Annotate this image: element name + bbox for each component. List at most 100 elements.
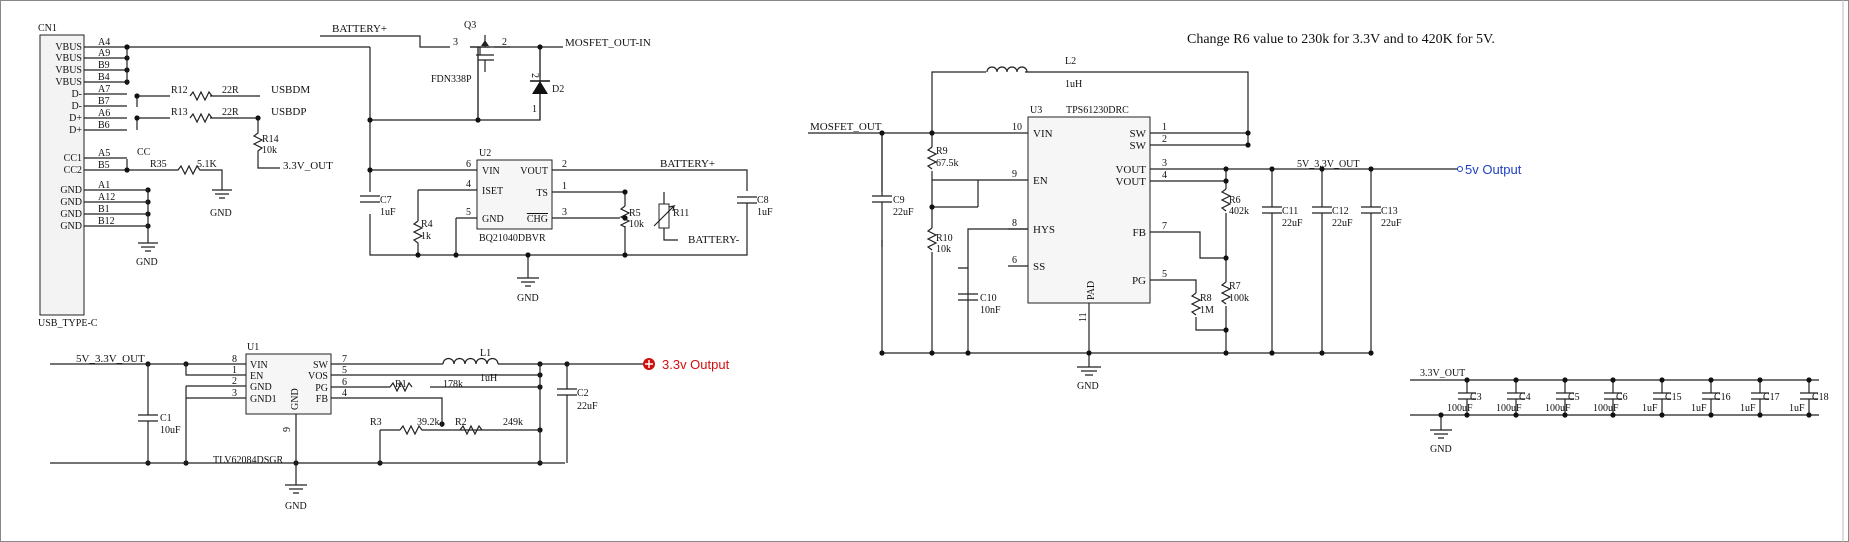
- cn1-pin-number: A5: [98, 148, 110, 159]
- r5-body: [619, 205, 631, 228]
- u2-pin-number: 6: [466, 159, 471, 170]
- junction-dot: [1708, 412, 1714, 418]
- junction-dot: [1757, 412, 1763, 418]
- u1-wires: [50, 363, 650, 464]
- cn1-pin-name: D-: [71, 101, 82, 112]
- q3-ref: Q3: [464, 20, 476, 31]
- r4-ref: R4: [421, 219, 433, 230]
- junction-dot: [134, 115, 140, 121]
- sw-l2-wire: [931, 71, 1249, 146]
- capacitor-symbol: [1751, 380, 1769, 415]
- cn1-pin-name: VBUS: [55, 77, 82, 88]
- cn1-pin-number: B12: [98, 216, 115, 227]
- r13-zigzag: [189, 112, 213, 124]
- cn1-part: USB_TYPE-C: [38, 318, 98, 329]
- v33-out-net-label: 3.3V_OUT: [283, 160, 333, 172]
- q3-part: FDN338P: [431, 74, 472, 85]
- u1-pin-name: FB: [316, 394, 329, 405]
- c9-val: 22uF: [893, 207, 914, 218]
- u1-pin-number: 4: [342, 388, 347, 399]
- junction-dot: [1464, 377, 1470, 383]
- junction-dot: [1223, 178, 1229, 184]
- c9-ref: C9: [893, 195, 905, 206]
- r7-val: 100k: [1229, 293, 1249, 304]
- v33-output-label: 3.3v Output: [662, 357, 730, 372]
- d2-symbol: [532, 81, 548, 94]
- u1-pin-number: 3: [232, 388, 237, 399]
- cn1-pin-number: B6: [98, 120, 110, 131]
- c8-ref: C8: [757, 195, 769, 206]
- v5-output-port-icon: [1457, 166, 1463, 172]
- junction-dot: [965, 350, 971, 356]
- junction-dot: [622, 215, 628, 221]
- gnd-cc-label: GND: [210, 208, 232, 219]
- cn1-pin-number: A6: [98, 108, 110, 119]
- cn1-pin-name: GND: [60, 197, 82, 208]
- u1-pin-name: SW: [313, 360, 329, 371]
- r1-val: 178k: [443, 379, 463, 390]
- junction-dot: [1269, 350, 1275, 356]
- junction-dot: [929, 350, 935, 356]
- r10-val: 10k: [936, 244, 951, 255]
- r9-val: 67.5k: [936, 158, 959, 169]
- junction-dot: [929, 130, 935, 136]
- cn1-pin-number: B9: [98, 60, 110, 71]
- l2-ref: L2: [1065, 56, 1076, 67]
- gnd-u1-symbol: [285, 463, 307, 494]
- u3-pin-number: 6: [1012, 255, 1017, 266]
- u3-pin-name: SW: [1130, 140, 1147, 152]
- junction-dot: [1368, 350, 1374, 356]
- r14-val: 10k: [262, 145, 277, 156]
- u3-pin-name: VOUT: [1115, 164, 1146, 176]
- u3-pad-name: PAD: [1086, 281, 1097, 300]
- u3-pin-number: 7: [1162, 221, 1167, 232]
- d2-pin2: 2: [529, 73, 540, 78]
- r8-ref: R8: [1200, 293, 1212, 304]
- u3-body: [1027, 116, 1151, 304]
- q3-pin3: 3: [453, 37, 458, 48]
- junction-dot: [255, 115, 261, 121]
- junction-dot: [929, 204, 935, 210]
- c12-ref: C12: [1332, 206, 1349, 217]
- c10-ref: C10: [980, 293, 997, 304]
- u3-pin-number: 9: [1012, 169, 1017, 180]
- u3-pin-name: VOUT: [1115, 176, 1146, 188]
- u3-ref: U3: [1030, 105, 1042, 116]
- cn1-pin-name: CC2: [64, 165, 82, 176]
- u1-pin-name: GND1: [250, 394, 277, 405]
- junction-dot: [1319, 350, 1325, 356]
- junction-dot: [134, 93, 140, 99]
- u3-pin-name: EN: [1033, 175, 1048, 187]
- junction-dot: [879, 130, 885, 136]
- r12-zigzag: [189, 90, 213, 102]
- c11-c13-symbols: [1262, 206, 1381, 214]
- r8-val: 1M: [1200, 305, 1214, 316]
- r3-val: 39.2k: [417, 417, 440, 428]
- u3-pin-name: FB: [1133, 227, 1146, 239]
- cn1-body: [39, 34, 85, 316]
- u2-part: BQ21040DBVR: [479, 233, 546, 244]
- cn1-pin-number: B4: [98, 72, 110, 83]
- mosfet-out-in-label: MOSFET_OUT-IN: [565, 37, 651, 49]
- r3-zigzag: [399, 424, 440, 436]
- junction-dot: [1245, 130, 1251, 136]
- u2-pin-number: 4: [466, 179, 471, 190]
- bank-cap-value: 100uF: [1545, 403, 1571, 414]
- r8-body: [1190, 292, 1202, 316]
- bank-cap-ref: C15: [1665, 392, 1682, 403]
- u3-pin-name: PG: [1132, 275, 1146, 287]
- l1-ref: L1: [480, 348, 491, 359]
- gnd-usb-label: GND: [136, 257, 158, 268]
- bank-cap-value: 1uF: [1691, 403, 1707, 414]
- junction-dot: [415, 252, 421, 258]
- cn1-ref: CN1: [38, 23, 57, 34]
- u1-pin-number: 6: [342, 377, 347, 388]
- u2-pin-name: ISET: [482, 186, 503, 197]
- u1-ref: U1: [247, 342, 259, 353]
- cn1-pin-number: A1: [98, 180, 110, 191]
- v33-output-port-mark: [645, 360, 653, 368]
- battery-plus-label: BATTERY+: [660, 158, 715, 170]
- junction-dot: [1757, 377, 1763, 383]
